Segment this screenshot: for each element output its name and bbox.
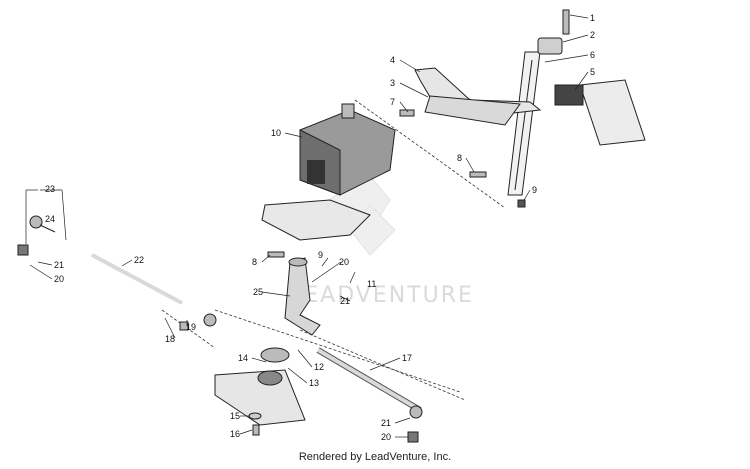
callout-13: 13 [309, 378, 319, 388]
callout-23: 23 [45, 184, 55, 194]
callout-14: 14 [238, 353, 248, 363]
callout-25: 25 [253, 287, 263, 297]
column-bolt [562, 9, 570, 35]
column-clamp [537, 37, 563, 55]
callout-18: 18 [165, 334, 175, 344]
steering-column [507, 9, 570, 196]
callout-5: 5 [590, 67, 595, 77]
callout-4: 4 [390, 55, 395, 65]
callout-1: 1 [590, 13, 595, 23]
callout-20-right: 20 [381, 432, 391, 442]
callout-20-left: 20 [54, 274, 64, 284]
callout-11: 11 [367, 279, 376, 289]
column-mount-plate [554, 79, 646, 146]
callout-19: 19 [186, 322, 196, 332]
lower-bracket [214, 347, 306, 426]
callout-8-lower: 8 [252, 257, 257, 267]
power-steering-unit [299, 103, 396, 196]
render-credit: Rendered by LeadVenture, Inc. [298, 451, 452, 463]
callout-6: 6 [590, 50, 595, 60]
callout-21-left: 21 [54, 260, 64, 270]
left-tie-rod [29, 215, 217, 327]
callout-15: 15 [230, 411, 240, 421]
column-bracket [399, 67, 542, 126]
callout-22: 22 [134, 255, 144, 265]
pitman-arm [284, 257, 321, 336]
watermark: LEADVENTURE [290, 169, 474, 308]
callout-10: 10 [271, 128, 281, 138]
callout-9-upper: 9 [532, 185, 537, 195]
callout-16: 16 [230, 429, 240, 439]
callout-21-center: 21 [340, 296, 350, 306]
callout-9-lower: 9 [318, 250, 323, 260]
callout-21-right: 21 [381, 418, 391, 428]
callout-12: 12 [314, 362, 324, 372]
callout-2: 2 [590, 30, 595, 40]
callout-3: 3 [390, 78, 395, 88]
callout-labels: 1 2 3 4 5 6 7 10 8 9 8 9 20 11 25 21 22 … [45, 13, 595, 442]
watermark-text: LEADVENTURE [290, 283, 474, 308]
leader-lines [25, 14, 589, 438]
callout-7: 7 [390, 97, 395, 107]
callout-24: 24 [45, 214, 55, 224]
steering-mount-plate [261, 199, 371, 241]
hardware [17, 171, 526, 443]
callout-8-upper: 8 [457, 153, 462, 163]
right-tie-rod [316, 347, 423, 419]
callout-17: 17 [402, 353, 412, 363]
callout-20-center: 20 [339, 257, 349, 267]
